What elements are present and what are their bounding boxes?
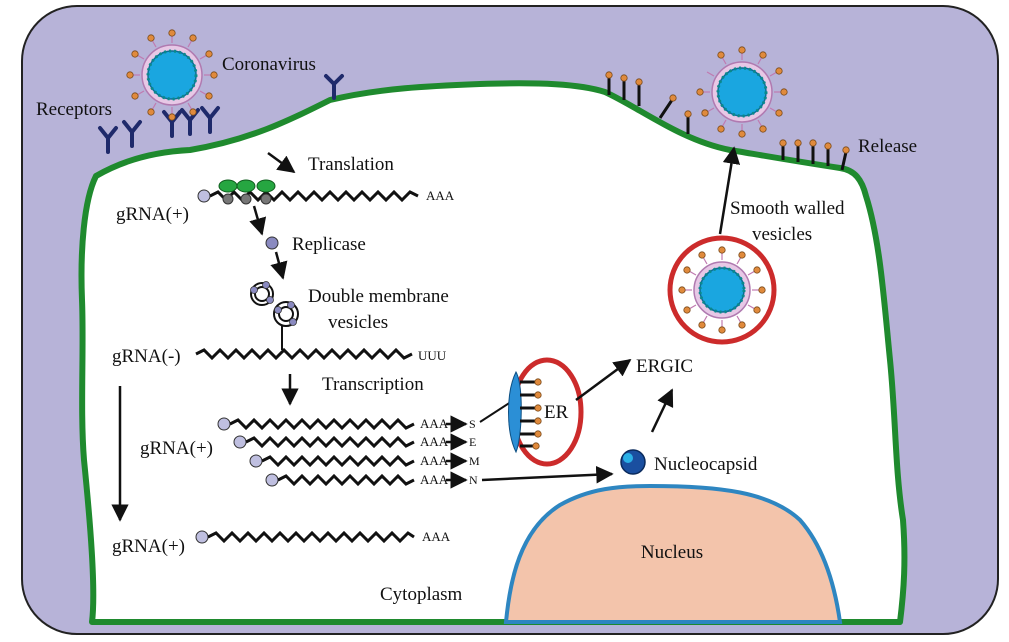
grna-negative-label: gRNA(-) [112,346,181,367]
smooth-vesicle-label-line1: Smooth walled [730,198,845,219]
dmv-label-line1: Double membrane [308,286,449,307]
cap-icon [197,189,211,203]
grna-positive-label-2: gRNA(+) [140,438,213,459]
protein-e-label: E [469,435,476,449]
nucleocapsid-label: Nucleocapsid [654,454,758,475]
polya-tail-s: AAA [420,416,449,431]
nucleocapsid-to-ergic-arrow [650,388,674,433]
polya-tail-e: AAA [420,434,449,449]
receptors-group [98,74,344,154]
grna-positive-label-3: gRNA(+) [112,536,185,557]
replicase-arrow [249,205,267,236]
dmv-arrow [270,251,288,280]
nucleus [503,483,843,624]
receptors-label: Receptors [36,99,112,120]
membrane-spike-proteins [607,77,848,171]
translation-arrow [267,151,296,174]
cytoplasm-label: Cytoplasm [380,584,463,605]
cap-icon [265,473,279,487]
protein-m-label: M [469,454,480,468]
polyu-tail: UUU [418,348,447,363]
cap-icon [233,435,247,449]
coronavirus-virion-incoming [126,29,218,121]
release-label: Release [858,136,917,157]
grna-positive-label-1: gRNA(+) [116,204,189,225]
rna-strand-progeny [207,530,415,544]
sgrna-strand-e [245,435,415,449]
cap-icon [217,417,231,431]
er-label: ER [544,402,569,423]
dmv-replicase-dots [250,281,297,326]
endoplasmic-reticulum [508,357,584,467]
smooth-walled-vesicle [667,235,777,345]
transcription-label: Transcription [322,374,424,395]
coronavirus-label: Coronavirus [222,54,316,75]
er-to-ergic-arrow [575,358,632,402]
polya-tail-n: AAA [420,472,449,487]
cap-icon [249,454,263,468]
rna-strand-negative [195,347,413,361]
smooth-vesicle-label-line2: vesicles [752,224,812,245]
coronavirus-virion-released [696,46,788,138]
ergic-label: ERGIC [636,356,693,377]
polya-tail-m: AAA [420,453,449,468]
protein-n-label: N [469,473,478,487]
dmv-label-line2: vesicles [328,312,388,333]
sgrna-strand-n [277,473,415,487]
polya-tail-1: AAA [426,188,455,203]
replicase-label: Replicase [292,234,366,255]
double-membrane-vesicles-icon [250,282,299,327]
ribosomes [218,179,276,205]
nucleocapsid-icon [620,449,646,475]
translation-label: Translation [308,154,394,175]
n-to-nucleocapsid-arrow [481,465,614,484]
sgrna-strand-m [261,454,415,468]
replicase-protein [265,236,279,250]
nucleus-label: Nucleus [641,542,703,563]
polya-tail-last: AAA [422,529,451,544]
protein-s-label: S [469,417,476,431]
sgrna-strand-s [229,417,415,431]
cap-icon [195,530,209,544]
vesicle-to-release-arrow [718,146,741,235]
